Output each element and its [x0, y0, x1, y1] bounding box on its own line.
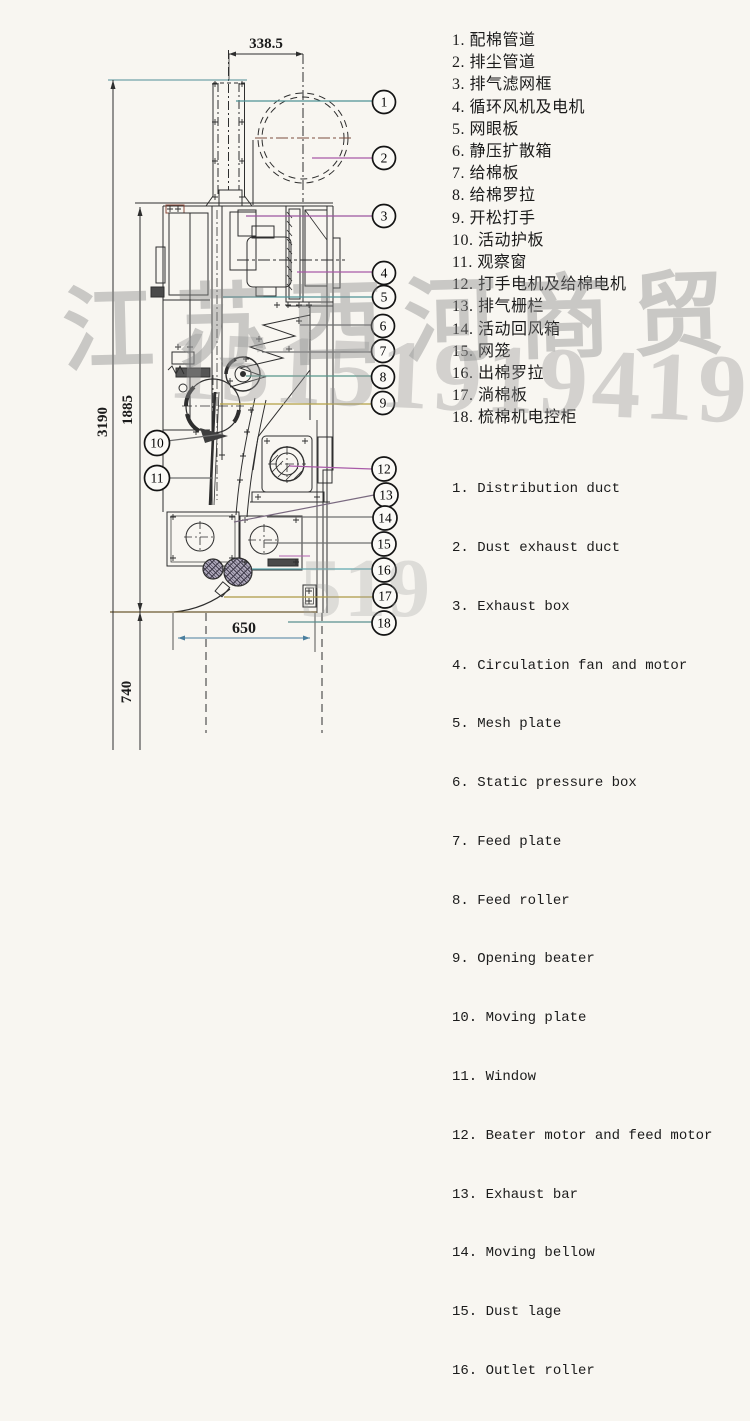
dim-body-height: 1885	[120, 395, 136, 425]
svg-text:12: 12	[377, 462, 391, 477]
svg-text:6: 6	[380, 319, 387, 334]
callout-14: 14	[372, 505, 398, 531]
svg-text:11: 11	[151, 471, 164, 486]
callout-18: 18	[371, 610, 397, 636]
callout-balloons: 1 2 3 4 5 6 7 8 9 10 11 12 13 14 15 16 1…	[143, 89, 399, 636]
callout-8: 8	[370, 364, 396, 390]
dimension-338-5	[228, 51, 303, 80]
svg-text:5: 5	[381, 290, 388, 305]
callout-10: 10	[143, 429, 171, 457]
svg-text:13: 13	[379, 488, 393, 503]
dim-base-width: 650	[232, 620, 256, 637]
callout-11: 11	[143, 464, 171, 492]
callout-17: 17	[372, 583, 398, 609]
svg-text:14: 14	[378, 511, 392, 526]
callout-16: 16	[371, 557, 397, 583]
callout-3: 3	[371, 203, 397, 229]
parts-list-cn-item: 13. 排气栅栏	[452, 298, 545, 316]
svg-text:4: 4	[381, 266, 388, 281]
svg-text:3: 3	[381, 209, 388, 224]
parts-list-en-item: 2. Dust exhaust duct	[452, 539, 621, 556]
parts-list-en-item: 3. Exhaust box	[452, 598, 570, 615]
parts-list-en-item: 15. Dust lage	[452, 1304, 562, 1321]
parts-list-cn-item: 6. 静压扩散箱	[452, 143, 553, 161]
parts-list-english: 1. Distribution duct 2. Dust exhaust duc…	[452, 441, 712, 1421]
dimension-labels: 338.5 3190 1885 650 740	[95, 36, 283, 703]
svg-text:7: 7	[380, 344, 387, 359]
machine-cross-section-diagram: 338.5 3190 1885 650 740	[95, 36, 399, 750]
callout-2: 2	[371, 145, 397, 171]
parts-list-cn-item: 15. 网笼	[452, 342, 512, 360]
parts-list-cn-item: 16. 出棉罗拉	[452, 365, 545, 383]
parts-list-en-item: 6. Static pressure box	[452, 775, 637, 792]
dimension-650	[178, 635, 310, 641]
parts-list-en-item: 14. Moving bellow	[452, 1245, 595, 1262]
dim-top-offset: 338.5	[249, 36, 283, 52]
parts-list-cn-item: 3. 排气滤网框	[452, 76, 553, 94]
svg-text:16: 16	[377, 563, 391, 578]
parts-list-en-item: 11. Window	[452, 1069, 537, 1085]
parts-list-en-item: 1. Distribution duct	[452, 481, 621, 498]
callout-15: 15	[371, 531, 397, 557]
leader-lines	[166, 100, 375, 623]
callout-12: 12	[371, 456, 397, 482]
parts-list-cn-item: 7. 给棉板	[452, 165, 520, 183]
parts-list-cn-item: 14. 活动回风箱	[452, 320, 561, 338]
svg-text:8: 8	[380, 370, 387, 385]
callout-1: 1	[371, 89, 397, 115]
parts-list-chinese: 1. 配棉管道 2. 排尘管道 3. 排气滤网框 4. 循环风机及电机 5. 网…	[452, 30, 627, 430]
callout-4: 4	[371, 260, 397, 286]
parts-list-cn-item: 1. 配棉管道	[452, 32, 536, 49]
dim-overall-height: 3190	[95, 407, 111, 437]
callout-5: 5	[371, 284, 397, 310]
plus-marks	[167, 81, 320, 604]
svg-text:2: 2	[381, 151, 388, 166]
parts-list-en-item: 7. Feed plate	[452, 833, 562, 850]
parts-list-en-item: 5. Mesh plate	[452, 716, 562, 733]
parts-list-cn-item: 18. 梳棉机电控柜	[452, 409, 578, 427]
callout-9: 9	[370, 390, 396, 416]
parts-list-cn-item: 11. 观察窗	[452, 254, 527, 272]
callout-13: 13	[373, 482, 399, 508]
svg-text:17: 17	[378, 589, 392, 604]
parts-list-cn-item: 5. 网眼板	[452, 120, 520, 138]
dim-foundation-depth: 740	[119, 681, 135, 704]
parts-list-cn-item: 9. 开松打手	[452, 209, 536, 227]
parts-list-cn-item: 8. 给棉罗拉	[452, 187, 536, 205]
machine-linework	[110, 50, 352, 733]
parts-list-cn-item: 2. 排尘管道	[452, 54, 536, 72]
dimension-3190	[108, 79, 247, 750]
parts-list-en-item: 4. Circulation fan and motor	[452, 657, 688, 674]
parts-list-cn-item: 17. 淌棉板	[452, 387, 528, 405]
svg-text:18: 18	[377, 616, 391, 631]
parts-list-en-item: 9. Opening beater	[452, 951, 595, 968]
parts-list-en-item: 12. Beater motor and feed motor	[452, 1127, 713, 1144]
svg-text:9: 9	[380, 396, 387, 411]
parts-list-cn-item: 12. 打手电机及给棉电机	[452, 276, 627, 294]
parts-list-en-item: 13. Exhaust bar	[452, 1186, 579, 1203]
parts-list-cn-item: 10. 活动护板	[452, 231, 545, 249]
callout-6: 6	[370, 313, 396, 339]
dimension-740	[137, 612, 143, 750]
dimension-1885	[137, 207, 143, 612]
parts-list-en-item: 10. Moving plate	[452, 1010, 587, 1027]
svg-text:15: 15	[377, 537, 391, 552]
svg-text:10: 10	[150, 436, 164, 451]
parts-list-cn-item: 4. 循环风机及电机	[452, 98, 586, 116]
parts-list-en-item: 16. Outlet roller	[452, 1362, 595, 1379]
callout-7: 7	[370, 338, 396, 364]
svg-text:1: 1	[381, 95, 388, 110]
scanned-technical-sheet: 338.5 3190 1885 650 740	[61, 30, 750, 1379]
parts-list-en-item: 8. Feed roller	[452, 892, 570, 909]
